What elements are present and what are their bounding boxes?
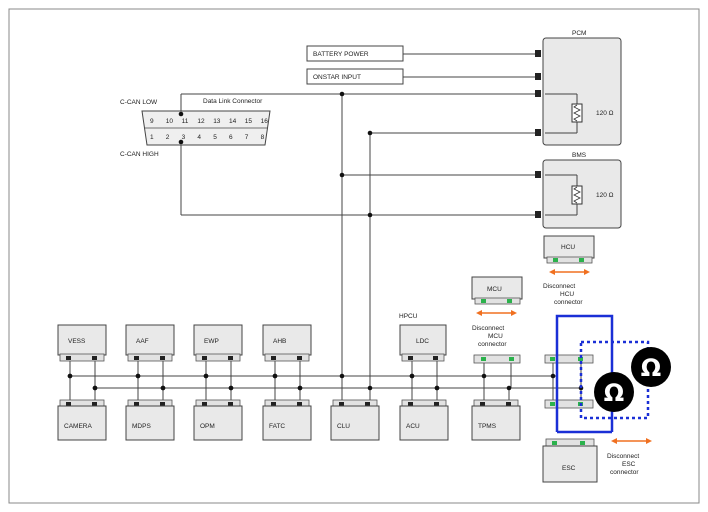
module-clu: CLU xyxy=(330,399,380,441)
module-label: VESS xyxy=(68,338,86,345)
bottom-module-row: CAMERA MDPS OPM FATC CLU ACU TPMS xyxy=(57,399,521,441)
dlc-pin: 7 xyxy=(245,134,249,141)
dlc-pin: 1 xyxy=(150,134,154,141)
dlc-pin: 14 xyxy=(229,118,237,125)
esc-module: ESC xyxy=(542,438,598,483)
dlc-pin: 5 xyxy=(213,134,217,141)
module-acu: ACU xyxy=(399,399,449,441)
dlc-pin: 16 xyxy=(261,118,269,125)
dlc-pin: 10 xyxy=(166,118,174,125)
bms-label: BMS xyxy=(572,152,587,159)
hcu-disconnect-arrow xyxy=(549,269,590,275)
ohm-symbol-2: Ω xyxy=(641,354,661,382)
module-vess: VESS xyxy=(57,324,107,362)
measurement-loop-solid xyxy=(555,314,614,432)
hcu-label: HCU xyxy=(561,244,575,251)
disconnect-mcu-line2: MCU xyxy=(488,333,503,340)
module-ewp: EWP xyxy=(193,324,243,362)
pcm-resistance-label: 120 Ω xyxy=(596,110,614,117)
disconnect-hcu-line2: HCU xyxy=(560,291,574,298)
measurement-loop-dotted xyxy=(579,340,650,420)
bms-resistance-label: 120 Ω xyxy=(596,192,614,199)
module-label: OPM xyxy=(200,423,215,430)
mcu-module: MCU xyxy=(471,276,523,305)
module-camera: CAMERA xyxy=(57,399,107,441)
mcu-label: MCU xyxy=(487,286,502,293)
module-label: CAMERA xyxy=(64,423,92,430)
onstar-input-box xyxy=(306,68,404,85)
module-label: MDPS xyxy=(132,423,151,430)
esc-connector-plates xyxy=(544,354,594,409)
module-fatc: FATC xyxy=(262,399,312,441)
esc-disconnect-arrow xyxy=(611,438,652,444)
ohm-symbol-1: Ω xyxy=(604,379,624,407)
bms-module: BMS 120 Ω xyxy=(535,152,622,229)
module-mdps: MDPS xyxy=(125,399,175,441)
module-tpms: TPMS xyxy=(471,399,521,441)
module-label: ACU xyxy=(406,423,420,430)
ldc-label: LDC xyxy=(416,338,429,345)
module-label: AAF xyxy=(136,338,149,345)
dlc-title: Data Link Connector xyxy=(203,98,263,105)
ohmmeter-icon-secondary: Ω xyxy=(631,347,671,387)
diagram-frame xyxy=(8,8,700,504)
dlc-pin: 6 xyxy=(229,134,233,141)
mcu-connector-plate xyxy=(473,354,521,364)
disconnect-mcu-line1: Disconnect xyxy=(472,325,504,332)
junction-dots xyxy=(67,91,584,391)
module-label: FATC xyxy=(269,423,285,430)
wiring-stubs xyxy=(69,361,582,400)
module-aaf: AAF xyxy=(125,324,175,362)
top-module-row: VESS AAF EWP AHB xyxy=(57,324,312,362)
module-label: EWP xyxy=(204,338,219,345)
dlc-pin: 4 xyxy=(197,134,201,141)
wiring xyxy=(70,53,581,401)
module-opm: OPM xyxy=(193,399,243,441)
c-can-low-label: C-CAN LOW xyxy=(120,99,158,106)
disconnect-esc-line2: ESC xyxy=(622,461,636,468)
dlc-pin: 9 xyxy=(150,118,154,125)
ldc-module: LDC xyxy=(399,324,447,362)
disconnect-esc-line3: connector xyxy=(610,469,639,476)
dlc-pin: 12 xyxy=(197,118,205,125)
mcu-disconnect-arrow xyxy=(476,310,517,316)
module-label: CLU xyxy=(337,423,350,430)
module-label: AHB xyxy=(273,338,286,345)
dlc-pin: 11 xyxy=(182,118,189,125)
disconnect-hcu-line3: connector xyxy=(554,299,583,306)
dlc-pin: 3 xyxy=(182,134,186,141)
module-label: TPMS xyxy=(478,423,497,430)
pcm-label: PCM xyxy=(572,30,586,37)
battery-power-box xyxy=(306,45,404,62)
disconnect-hcu-line1: Disconnect xyxy=(543,283,575,290)
module-ahb: AHB xyxy=(262,324,312,362)
disconnect-mcu-line3: connector xyxy=(478,341,507,348)
hcu-module: HCU xyxy=(543,235,595,264)
dlc-pin: 8 xyxy=(261,134,265,141)
dlc-pin: 13 xyxy=(213,118,221,125)
c-can-high-label: C-CAN HIGH xyxy=(120,151,159,158)
esc-label: ESC xyxy=(562,465,576,472)
dlc-pin: 15 xyxy=(245,118,253,125)
battery-power-label: BATTERY POWER xyxy=(313,51,369,58)
dlc-pin: 2 xyxy=(166,134,170,141)
ohmmeter-icon: Ω xyxy=(594,372,634,412)
disconnect-esc-line1: Disconnect xyxy=(607,453,639,460)
hpcu-label: HPCU xyxy=(399,313,418,320)
onstar-input-label: ONSTAR INPUT xyxy=(313,74,361,81)
pcm-module: PCM 120 Ω xyxy=(535,30,622,146)
